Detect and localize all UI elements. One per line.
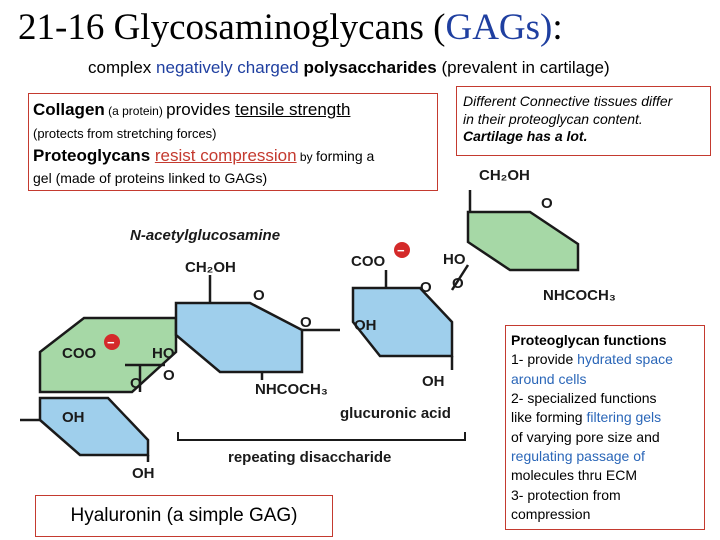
ring-o-right: O — [541, 195, 553, 212]
nhcoch3-right: NHCOCH₃ — [543, 287, 616, 304]
function-3: 3- protection from — [511, 486, 621, 503]
collagen-proteoglycan-box — [28, 93, 438, 191]
subtitle: complex negatively charged polysaccharid… — [88, 58, 610, 78]
title-gags: GAGs) — [445, 7, 553, 48]
blue-ring-1 — [174, 301, 304, 374]
subtitle-polysaccharides: polysaccharides — [303, 58, 437, 77]
minus-sign: − — [397, 243, 405, 258]
function-1: 1- provide hydrated space — [511, 350, 699, 369]
subtitle-negatively-charged: negatively charged — [156, 58, 299, 77]
oh-left: OH — [62, 409, 85, 426]
negative-charge-icon — [394, 242, 410, 258]
hyaluronin-box: Hyaluronin (a simple GAG) — [35, 495, 333, 537]
bridge-o-2: O — [452, 275, 464, 292]
ho-left: HO — [152, 345, 175, 362]
gel-note: gel (made of proteins linked to GAGs) — [33, 170, 268, 186]
provides-text: provides — [166, 100, 236, 119]
function-2: 2- specialized functions — [511, 389, 657, 406]
minus-sign: − — [107, 335, 115, 350]
functions-title: Proteoglycan functions — [511, 332, 667, 348]
fn-highlight: filtering gels — [586, 409, 662, 426]
label-n-acetylglucosamine: N-acetylglucosamine — [130, 227, 280, 244]
box2-line: in their proteoglycan content. — [463, 110, 643, 127]
fn-text: molecules thru ECM — [511, 467, 638, 484]
fn-highlight: around cells — [511, 370, 587, 387]
fn-text: 1- provide — [511, 351, 578, 368]
subtitle-part: (prevalent in cartilage) — [436, 58, 610, 77]
fn-text: compression — [511, 505, 591, 522]
resist-compression-text: resist compression — [154, 146, 297, 165]
title-text: 21-16 Glycosaminoglycans ( — [18, 7, 446, 48]
a-protein-note: (a protein) — [104, 104, 167, 118]
ho-right: HO — [443, 251, 466, 268]
proteoglycan-functions-box: Proteoglycan functions 1- provide hydrat… — [505, 325, 705, 530]
coo-blue-2: COO — [351, 253, 386, 270]
page-title: 21-16 Glycosaminoglycans (GAGs): — [18, 7, 563, 49]
ring-o-blue-1: O — [253, 287, 265, 304]
label-glucuronic-acid: glucuronic acid — [340, 405, 451, 422]
label-repeating-disaccharide: repeating disaccharide — [228, 449, 391, 466]
tensile-strength-text: tensile strength — [235, 100, 351, 119]
forming-text: forming a — [315, 148, 375, 164]
fn-highlight: hydrated space — [577, 351, 673, 368]
coo-left: COO — [62, 345, 97, 362]
title-colon: : — [552, 7, 563, 48]
collagen-line: Collagen (a protein) provides tensile st… — [33, 100, 350, 120]
right-ring — [466, 210, 580, 272]
collagen-term: Collagen — [33, 100, 105, 119]
box2-line: Different Connective tissues differ — [463, 93, 673, 109]
connective-tissue-box: Different Connective tissues differ in t… — [456, 86, 711, 156]
fn-text: like forming — [511, 409, 587, 426]
box2-line: Cartilage has a lot. — [463, 128, 588, 144]
bridge-o-left: O — [163, 367, 175, 384]
stretching-note: (protects from stretching forces) — [33, 126, 217, 141]
nhcoch3-middle: NHCOCH₃ — [255, 381, 328, 398]
proteoglycans-term: Proteoglycans — [33, 146, 155, 165]
subtitle-part: complex — [88, 58, 157, 77]
fn-highlight: regulating passage of — [511, 447, 645, 464]
bridge-o-1: O — [300, 314, 312, 331]
oh-blue-2: OH — [354, 317, 377, 334]
by-text: by — [296, 150, 316, 164]
fn-text: of varying pore size and — [511, 428, 660, 445]
oh-left-bottom: OH — [132, 465, 155, 482]
ring-o-blue-2: O — [420, 279, 432, 296]
proteoglycans-line: Proteoglycans resist compression by form… — [33, 146, 374, 166]
ch2oh-blue-1: CH₂OH — [185, 259, 236, 276]
hyaluronin-label: Hyaluronin (a simple GAG) — [70, 505, 298, 526]
negative-charge-icon — [104, 334, 120, 350]
left-ring-lower — [38, 396, 150, 457]
ch2oh-right: CH₂OH — [479, 167, 530, 184]
oh-blue-2-bottom: OH — [422, 373, 445, 390]
ring-o-left: O — [130, 375, 142, 392]
